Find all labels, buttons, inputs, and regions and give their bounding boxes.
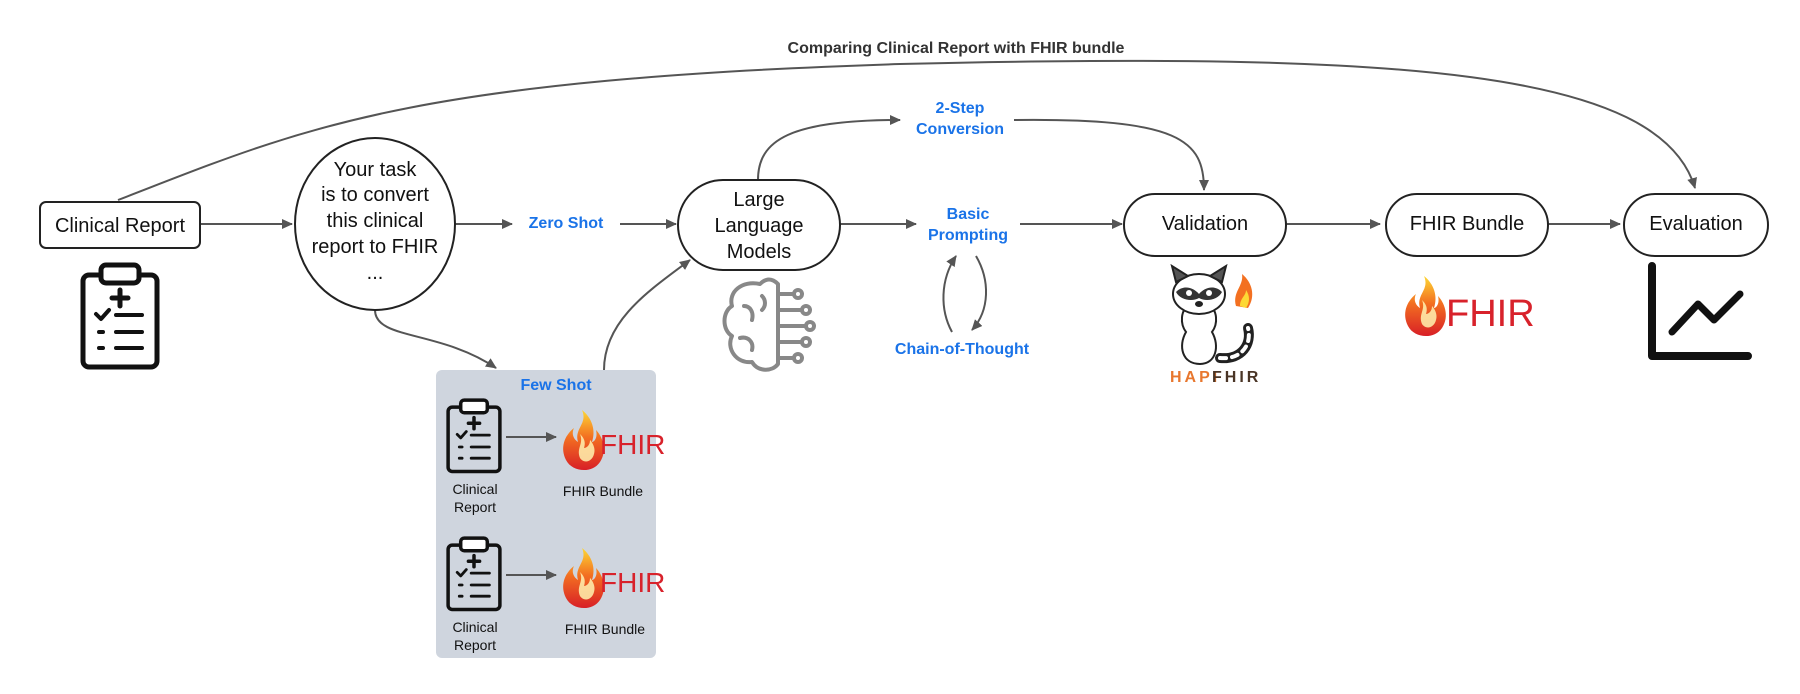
compare-edge	[117, 59, 1697, 201]
few-shot-example-1: FHIR Clinical Report FHIR Bundle	[446, 398, 665, 515]
hapi-logo-word: HAPI	[1170, 369, 1220, 386]
hapi-fhir-logo-word: FHIR	[1212, 369, 1261, 386]
fhir-logo: FHIR	[1405, 276, 1535, 337]
few-shot-bundle-label-2: FHIR Bundle	[565, 621, 645, 637]
fhir-bundle-label: FHIR Bundle	[1410, 213, 1525, 235]
validation-label: Validation	[1162, 213, 1248, 235]
few-shot-report-label-2b: Report	[454, 637, 496, 653]
prompt-line-4: report to FHIR	[312, 236, 439, 258]
zero-shot-label: Zero Shot	[529, 215, 604, 232]
fhir-logo-word: FHIR	[600, 429, 665, 460]
compare-edge-label: Comparing Clinical Report with FHIR bund…	[788, 40, 1125, 57]
clipboard-icon	[83, 265, 157, 367]
edge-prompt-to-fewshot	[374, 309, 497, 369]
few-shot-title: Few Shot	[520, 377, 592, 394]
fhir-bundle-node: FHIR Bundle	[1385, 193, 1549, 257]
basic-prompting-label-line1: Basic	[947, 206, 990, 223]
hapi-fhir-logo: HAPI FHIR	[1170, 263, 1261, 386]
evaluation-node: Evaluation	[1623, 193, 1769, 257]
line-chart-icon	[1648, 262, 1752, 360]
llm-node: Large Language Models	[677, 179, 841, 271]
prompt-line-1: Your task	[334, 159, 418, 181]
few-shot-panel: Few Shot FHIR Clinical Report FHIR Bundl…	[436, 370, 665, 658]
few-shot-report-label-2a: Clinical	[452, 619, 497, 635]
prompt-line-3: this clinical	[327, 210, 424, 232]
few-shot-report-label-1a: Clinical	[452, 481, 497, 497]
brain-circuit-icon	[722, 277, 816, 372]
edge-llm-to-twostep	[757, 115, 901, 181]
few-shot-report-label-1b: Report	[454, 499, 496, 515]
llm-line-3: Models	[727, 241, 791, 263]
edge-cot-to-basic	[942, 255, 957, 333]
edge-basic-to-cot	[971, 255, 987, 331]
llm-line-2: Language	[715, 215, 804, 237]
validation-node: Validation	[1123, 193, 1287, 257]
prompt-line-5: ...	[367, 262, 384, 284]
edge-fewshot-to-llm	[603, 259, 691, 371]
basic-prompting-label-line2: Prompting	[928, 227, 1008, 244]
raccoon-mascot-icon	[1170, 263, 1254, 366]
prompt-line-2: is to convert	[321, 184, 429, 206]
few-shot-bundle-label-1: FHIR Bundle	[563, 483, 643, 499]
evaluation-label: Evaluation	[1649, 213, 1742, 235]
fhir-logo-word: FHIR	[600, 567, 665, 598]
few-shot-example-2: FHIR Clinical Report FHIR Bundle	[446, 536, 665, 653]
chain-of-thought-label: Chain-of-Thought	[895, 341, 1030, 358]
edge-twostep-to-validation	[1013, 118, 1209, 191]
prompt-node: Your task is to convert this clinical re…	[294, 137, 456, 311]
fhir-flame-logo	[1405, 276, 1446, 337]
two-step-label-line2: Conversion	[916, 121, 1004, 138]
fhir-logo-word: FHIR	[1446, 293, 1535, 335]
two-step-label-line1: 2-Step	[936, 100, 985, 117]
llm-line-1: Large	[733, 189, 784, 211]
clinical-report-label: Clinical Report	[55, 215, 185, 237]
clinical-report-node: Clinical Report	[39, 201, 201, 249]
